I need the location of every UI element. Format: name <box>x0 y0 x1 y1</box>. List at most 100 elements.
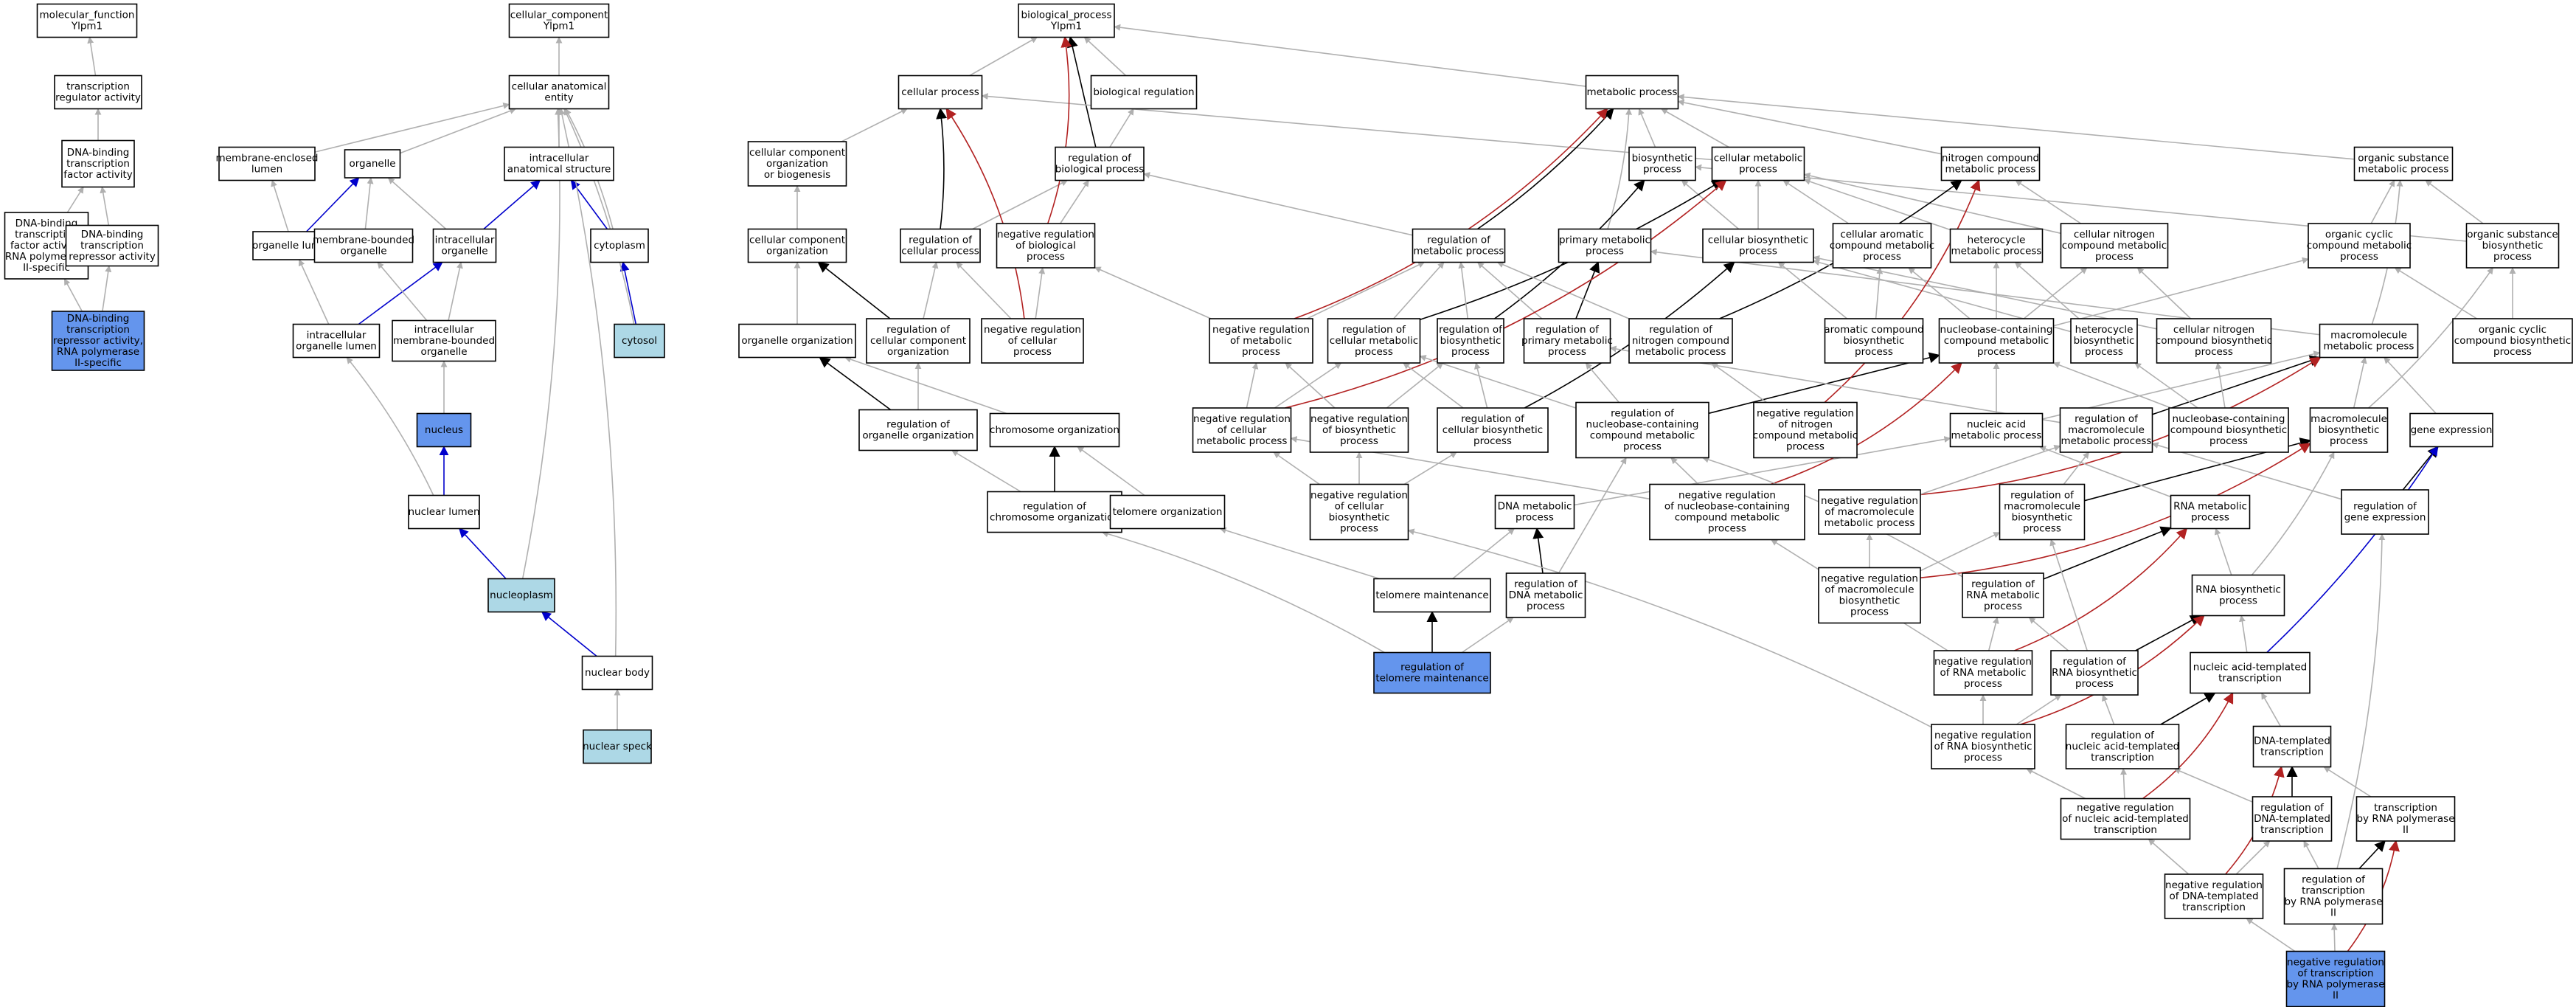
go-term-node-bp-telo[interactable]: telomere organization <box>1109 494 1226 530</box>
go-term-node-cc-cytoplasm[interactable]: cytoplasm <box>590 228 649 263</box>
go-term-node-cc-cytosol[interactable]: cytosol <box>614 323 665 359</box>
go-term-node-cc-nspeck[interactable]: nuclear speck <box>583 729 652 764</box>
go-term-node-cc-nbody[interactable]: nuclear body <box>581 655 653 691</box>
go-term-node-bp-cp[interactable]: cellular process <box>898 75 983 110</box>
go-term-node-cc-nucleus[interactable]: nucleus <box>416 412 472 448</box>
go-term-node-bp-telm[interactable]: telomere maintenance <box>1373 578 1491 613</box>
go-term-node-bp-ge[interactable]: gene expression <box>2409 412 2493 448</box>
go-term-node-bp-oo[interactable]: organelle organization <box>738 323 856 359</box>
go-term-node-bp-mp[interactable]: metabolic process <box>1585 75 1679 110</box>
go-term-node-cc-organelle[interactable]: organelle <box>344 149 401 179</box>
go-term-node-bp-breg[interactable]: biological regulation <box>1090 75 1198 110</box>
go-term-node-cc-nucleoplasm[interactable]: nucleoplasm <box>487 578 555 613</box>
go-term-box <box>900 228 981 263</box>
go-term-node-bp-chro[interactable]: chromosome organization <box>989 412 1120 448</box>
go-term-node-cc-nlumen[interactable]: nuclear lumen <box>408 494 480 530</box>
go-term-label-line: intracellular <box>530 153 589 165</box>
edge-regulates-bp_rbp-to-bp_root <box>1066 36 1097 148</box>
edge-is-a-bp_nrmbp-to-bp_rmbp <box>1920 532 2001 572</box>
